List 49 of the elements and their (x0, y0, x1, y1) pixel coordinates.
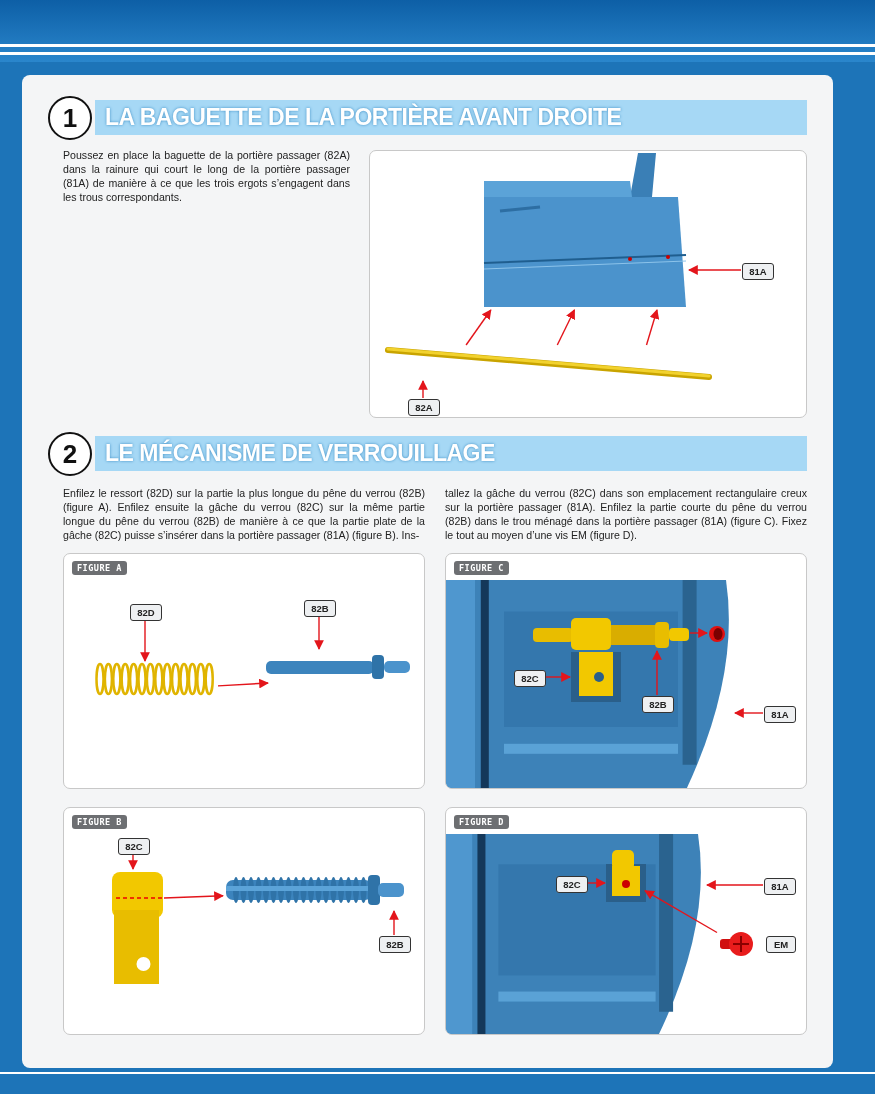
section-heading: LA BAGUETTE DE LA PORTIÈRE AVANT DROITE (95, 100, 807, 135)
instruction-text: tallez la gâche du verrou (82C) dans son emplacement rectangulaire creux sur la portière passager (81A). Enfilez la partie courte du pêne du verrou (82B) dans le trou ménagé dans la portière passager (81A) (figure C). Fixez le tout au moyen d’une vis EM (figure D). (445, 486, 807, 542)
figure-panel (445, 553, 807, 789)
assembly-arrow (644, 890, 718, 934)
callout-label: 82C (514, 670, 546, 687)
callout-label: 81A (764, 878, 796, 895)
assembly-arrow (689, 628, 708, 638)
assembly-arrow (163, 891, 224, 902)
instruction-text: Poussez en place la baguette de la portière passager (82A) dans la rainure qui court le long de la portière passager (81A) de manière à ce que les trois ergots s’engagent dans les trous correspondants. (63, 148, 350, 204)
figure-panel (63, 553, 425, 789)
hole-drawing (708, 625, 726, 643)
leader-arrow (544, 672, 571, 682)
assembly-arrow (465, 309, 492, 346)
rod-drawing (384, 346, 714, 382)
callout-label: 82C (556, 876, 588, 893)
pin-drawing (531, 616, 691, 652)
figure-tag: FIGURE C (454, 561, 509, 575)
assembly-arrow (645, 309, 660, 346)
figure-panel (369, 150, 807, 418)
leader-arrow (706, 880, 764, 890)
leader-arrow (128, 853, 138, 870)
callout-label: 81A (764, 706, 796, 723)
assembly-arrow (217, 678, 269, 689)
callout-label: 82D (130, 604, 162, 621)
leader-arrow (734, 708, 764, 718)
leader-arrow (652, 650, 662, 696)
leader-arrow (418, 380, 428, 399)
callout-label: 82A (408, 399, 440, 416)
callout-label: 82B (642, 696, 674, 713)
section-heading: LE MÉCANISME DE VERROUILLAGE (95, 436, 807, 471)
callout-label: 82B (379, 936, 411, 953)
latch-drawing (571, 652, 621, 702)
figure-tag: FIGURE B (72, 815, 127, 829)
callout-label: 82C (118, 838, 150, 855)
figure-tag: FIGURE A (72, 561, 127, 575)
callout-label: 81A (742, 263, 774, 280)
callout-label: 82B (304, 600, 336, 617)
latch-drawing (606, 850, 646, 902)
assembly-arrow (556, 309, 576, 346)
figure-panel (445, 807, 807, 1035)
leader-arrow (389, 910, 399, 936)
leader-arrow (314, 615, 324, 650)
instruction-text: Enfilez le ressort (82D) sur la partie la plus longue du pêne du verrou (82B) (figure A). Enfilez ensuite la gâche du verrou (82C) sur la même partie longue du pêne du verrou (82B) de manière à ce que la partie plate de la gâche (82C) puisse s’insérer dans la portière passager (81A) (figure B). Ins- (63, 486, 425, 542)
figure-panel (63, 807, 425, 1035)
leader-arrow (586, 878, 606, 888)
figure-tag: FIGURE D (454, 815, 509, 829)
callout-label: EM (766, 936, 796, 953)
leader-arrow (140, 619, 150, 662)
leader-arrow (688, 265, 742, 275)
